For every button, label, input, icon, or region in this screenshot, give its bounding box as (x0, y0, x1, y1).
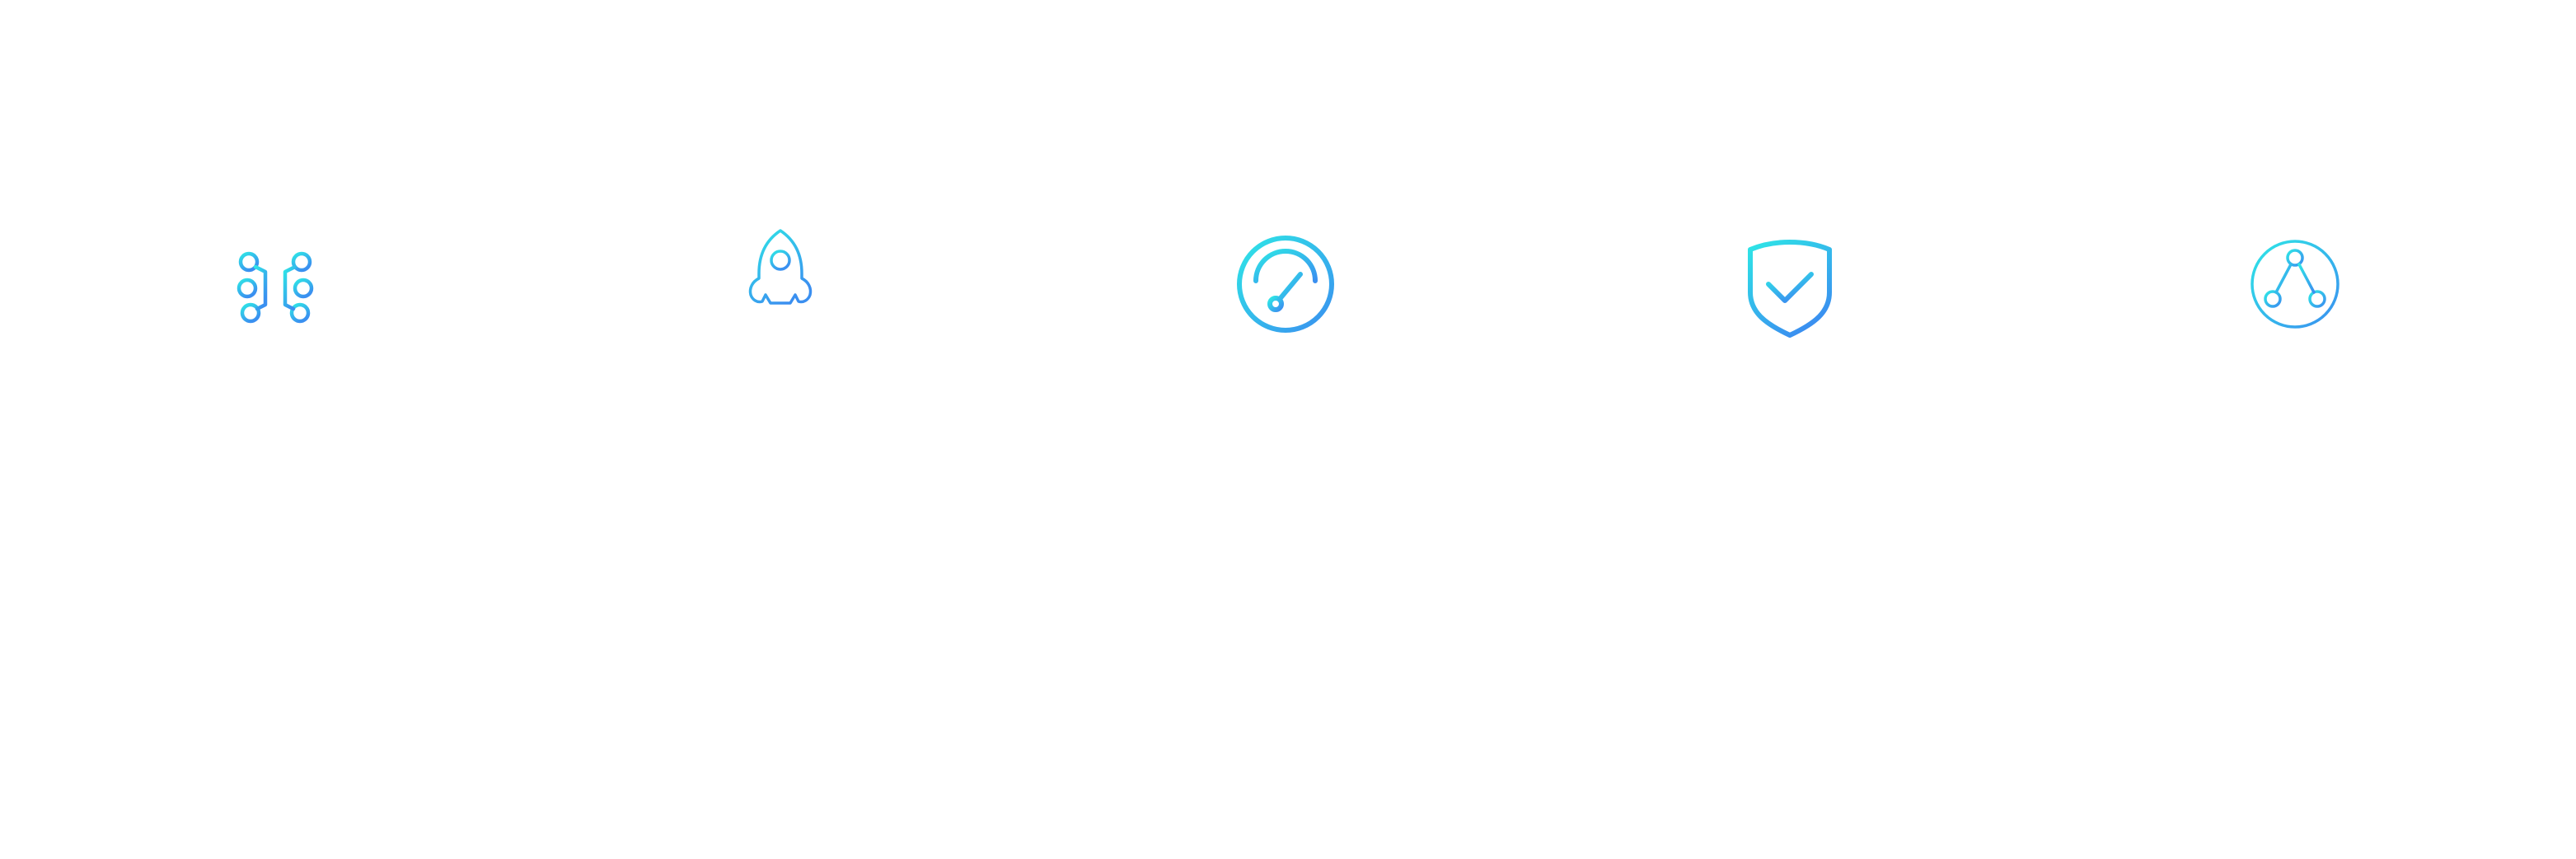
network-nodes-icon (218, 226, 333, 349)
rocket-icon (723, 221, 838, 344)
speedometer-icon (1228, 226, 1343, 350)
shield-check-icon (1732, 226, 1848, 350)
triangle-nodes-icon (2237, 226, 2353, 350)
